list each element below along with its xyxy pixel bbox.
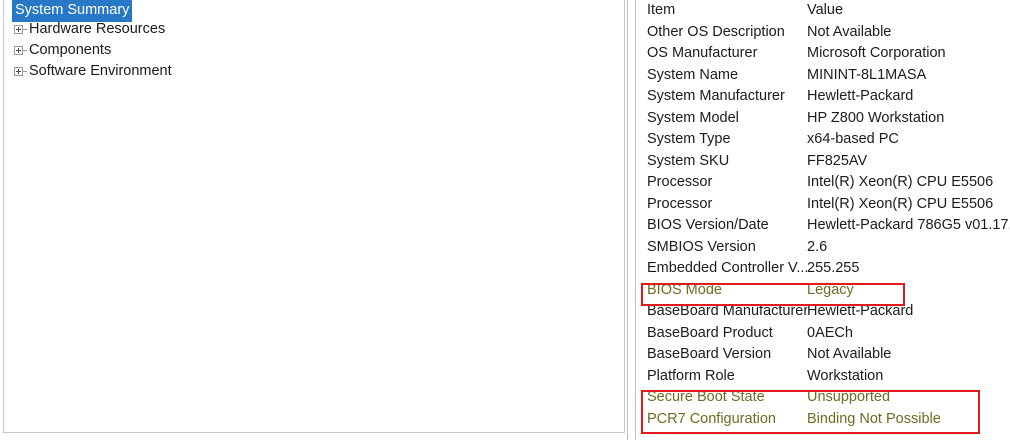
tree-item-system-summary[interactable]: System Summary — [4, 0, 624, 22]
tree-item-software-environment[interactable]: Software Environment — [4, 61, 624, 82]
table-row[interactable]: System Manufacturer Hewlett-Packard — [637, 86, 1010, 108]
row-item: Secure Boot State — [647, 389, 765, 405]
table-row[interactable]: System Type x64-based PC — [637, 129, 1010, 151]
table-row-pcr7-configuration[interactable]: PCR7 Configuration Binding Not Possible — [637, 409, 1010, 431]
row-value: 2.6 — [807, 238, 828, 255]
row-value: Hewlett-Packard — [807, 88, 914, 104]
splitter-line-right — [635, 0, 636, 440]
tree-item-software-environment-label: Software Environment — [29, 63, 172, 79]
tree-connector-line — [23, 29, 27, 30]
row-item: OS Manufacturer — [647, 45, 758, 61]
row-item: Other OS Description — [647, 23, 785, 40]
table-row[interactable]: SMBIOS Version 2.6 — [637, 237, 1010, 259]
row-value: Legacy — [807, 281, 854, 298]
row-value: Microsoft Corporation — [807, 45, 946, 61]
row-item: System Type — [647, 131, 731, 147]
detail-list-header[interactable]: Item Value — [637, 0, 1010, 22]
row-value: FF825AV — [807, 152, 868, 169]
system-summary-detail-list[interactable]: Item Value Other OS Description Not Avai… — [637, 0, 1010, 440]
row-item: PCR7 Configuration — [647, 410, 776, 427]
row-item: System SKU — [647, 152, 730, 169]
table-row[interactable]: Platform Role Workstation — [637, 366, 1010, 388]
row-value: 0AECh — [807, 324, 853, 341]
row-value: Intel(R) Xeon(R) CPU E5506 — [807, 195, 994, 212]
row-value: x64-based PC — [807, 131, 899, 147]
tree-item-components[interactable]: Components — [4, 40, 624, 61]
table-row[interactable]: BaseBoard Version Not Available — [637, 344, 1010, 366]
table-row[interactable]: System Model HP Z800 Workstation — [637, 108, 1010, 130]
plus-box-icon[interactable] — [14, 67, 23, 76]
row-item: BaseBoard Product — [647, 324, 773, 341]
row-value: Hewlett-Packard 786G5 v01.17, 8/ — [807, 217, 1010, 233]
row-value: Hewlett-Packard — [807, 303, 914, 319]
row-item: System Manufacturer — [647, 88, 785, 104]
splitter-line-left — [627, 0, 628, 440]
row-item: BaseBoard Version — [647, 346, 772, 362]
table-row[interactable]: OS Manufacturer Microsoft Corporation — [637, 43, 1010, 65]
table-row-secure-boot-state[interactable]: Secure Boot State Unsupported — [637, 387, 1010, 409]
table-row[interactable]: Embedded Controller V... 255.255 — [637, 258, 1010, 280]
table-row[interactable]: BaseBoard Manufacturer Hewlett-Packard — [637, 301, 1010, 323]
tree-item-hardware-resources-label: Hardware Resources — [29, 21, 166, 37]
row-value: 255.255 — [807, 260, 860, 276]
row-value: Binding Not Possible — [807, 410, 941, 427]
row-item: Platform Role — [647, 367, 735, 384]
table-row[interactable]: BaseBoard Product 0AECh — [637, 323, 1010, 345]
panel-splitter[interactable] — [626, 0, 637, 440]
row-item: System Name — [647, 66, 739, 83]
table-row[interactable]: System SKU FF825AV — [637, 151, 1010, 173]
row-item: Embedded Controller V... — [647, 260, 807, 276]
row-item: Processor — [647, 195, 713, 212]
row-item: BaseBoard Manufacturer — [647, 303, 807, 319]
row-value: Workstation — [807, 367, 884, 384]
row-value: Unsupported — [807, 389, 891, 405]
row-value: Not Available — [807, 23, 892, 40]
table-row[interactable]: Processor Intel(R) Xeon(R) CPU E5506 — [637, 194, 1010, 216]
system-summary-tree[interactable]: System Summary Hardware Resources Compon… — [3, 0, 625, 433]
row-item: BIOS Version/Date — [647, 217, 769, 233]
table-row[interactable]: BIOS Version/Date Hewlett-Packard 786G5 … — [637, 215, 1010, 237]
tree-item-hardware-resources[interactable]: Hardware Resources — [4, 19, 624, 40]
row-item: System Model — [647, 109, 739, 126]
table-row-bios-mode[interactable]: BIOS Mode Legacy — [637, 280, 1010, 302]
row-value: HP Z800 Workstation — [807, 109, 945, 126]
row-item: Processor — [647, 174, 713, 190]
row-value: Intel(R) Xeon(R) CPU E5506 — [807, 174, 994, 190]
table-row[interactable]: Other OS Description Not Available — [637, 22, 1010, 44]
tree-item-system-summary-label: System Summary — [12, 0, 133, 22]
column-header-value[interactable]: Value — [807, 2, 844, 18]
tree-item-components-label: Components — [29, 42, 112, 58]
tree-connector-line — [23, 71, 27, 72]
row-item: SMBIOS Version — [647, 238, 756, 255]
plus-box-icon[interactable] — [14, 46, 23, 55]
tree-connector-line — [23, 50, 27, 51]
plus-box-icon[interactable] — [14, 25, 23, 34]
table-row[interactable]: System Name MININT-8L1MASA — [637, 65, 1010, 87]
row-value: MININT-8L1MASA — [807, 66, 927, 83]
column-header-item[interactable]: Item — [647, 2, 676, 18]
table-row[interactable]: Processor Intel(R) Xeon(R) CPU E5506 — [637, 172, 1010, 194]
row-item: BIOS Mode — [647, 281, 722, 298]
row-value: Not Available — [807, 346, 892, 362]
